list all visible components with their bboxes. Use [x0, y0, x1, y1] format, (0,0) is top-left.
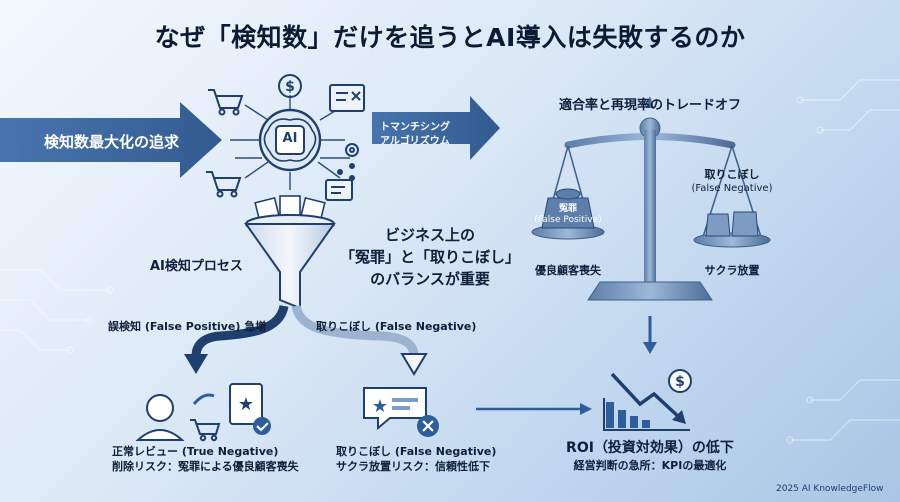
outcome-middle: 取りこぼし (False Negative) サクラ放置リスク：信頼性低下	[336, 444, 496, 474]
algorithm-label-line-1: トマンチシング	[380, 122, 450, 133]
svg-text:★: ★	[238, 394, 254, 415]
algorithm-label-line-2: アルゴリズウム	[380, 136, 450, 147]
roi-decline-chart-icon: $	[603, 369, 692, 431]
false-positive-weight-label: 冤罪 (False Positive)	[528, 204, 608, 226]
roi-decline-title: ROI（投資対効果）の低下	[566, 440, 734, 456]
tradeoff-title: 適合率と再現率のトレードオフ	[558, 98, 741, 113]
footer-credit: 2025 AI KnowledgeFlow	[776, 484, 884, 494]
process-label: AI検知プロセス	[150, 259, 243, 274]
funnel-icon	[244, 214, 336, 310]
diagram-title: なぜ「検知数」だけを追うとAI導入は失敗するのか	[154, 23, 746, 52]
ai-brain-chip-icon	[258, 108, 322, 172]
balance-message: ビジネス上の 「冤罪」と「取りこぼし」 のバランスが重要	[340, 224, 520, 290]
star-review-doc-icon: ★	[229, 383, 271, 435]
circuit-decoration	[0, 79, 900, 444]
outcome-left-detail: 削除リスク：冤罪による優良顧客喪失	[112, 460, 299, 473]
review-card-icon	[329, 84, 365, 112]
branch-left-arrowhead	[184, 354, 208, 374]
svg-text:$: $	[285, 79, 295, 95]
false-negative-line-1: 取りこぼし	[704, 168, 760, 181]
algorithm-arrow	[372, 96, 500, 160]
cart-icon	[206, 171, 242, 198]
network-icon	[337, 163, 355, 181]
cart-icon	[208, 89, 244, 116]
false-negative-caption: サクラ放置	[704, 264, 760, 277]
outcome-middle-detail: サクラ放置リスク：信頼性低下	[336, 460, 490, 473]
dollar-coin-icon: $	[278, 74, 302, 98]
branch-right-label: 取りこぼし (False Negative)	[316, 320, 477, 333]
branch-left-path	[191, 304, 289, 357]
algorithm-arrow-label: トマンチシング アルゴリズウム	[380, 121, 450, 149]
outcome-left: 正常レビュー (True Negative) 削除リスク：冤罪による優良顧客喪失	[112, 444, 299, 474]
card-icon	[325, 179, 353, 201]
person-icon	[135, 394, 185, 441]
balance-message-line-2: 「冤罪」と「取りこぼし」	[340, 248, 521, 266]
balance-message-line-3: のバランスが重要	[370, 270, 490, 288]
svg-text:★: ★	[372, 396, 388, 417]
false-negative-line-2: (False Negative)	[691, 183, 773, 194]
outcome-left-title: 正常レビュー (True Negative)	[112, 445, 279, 458]
balance-message-line-1: ビジネス上の	[384, 226, 475, 244]
false-positive-line-2: (False Positive)	[534, 215, 602, 225]
outcome-middle-title: 取りこぼし (False Negative)	[336, 445, 497, 458]
branch-right-arrowhead	[400, 353, 428, 376]
outcome-right: ROI（投資対効果）の低下 経営判断の急所：KPIの最適化	[560, 440, 740, 474]
gear-icon	[345, 143, 359, 157]
false-positive-line-1: 冤罪	[558, 204, 577, 214]
svg-text:$: $	[675, 374, 685, 390]
false-positive-weight	[541, 188, 595, 229]
pursuit-arrow	[0, 102, 222, 178]
pursuit-arrow-label: 検知数最大化の追求	[44, 133, 180, 151]
ai-chip-label: AI	[282, 131, 298, 146]
roi-decline-detail: 経営判断の急所：KPIの最適化	[573, 459, 727, 472]
false-negative-scale-label: 取りこぼし (False Negative)	[680, 168, 784, 196]
cart-icon	[190, 419, 221, 442]
branch-left-label: 誤検知 (False Positive) 急増	[108, 320, 267, 333]
branch-right-path	[291, 304, 419, 357]
false-positive-caption: 優良顧客喪失	[535, 264, 601, 277]
false-negative-weights	[705, 211, 759, 237]
small-arrow-icon	[192, 393, 215, 405]
chat-bubble-icon: ★	[363, 387, 439, 437]
